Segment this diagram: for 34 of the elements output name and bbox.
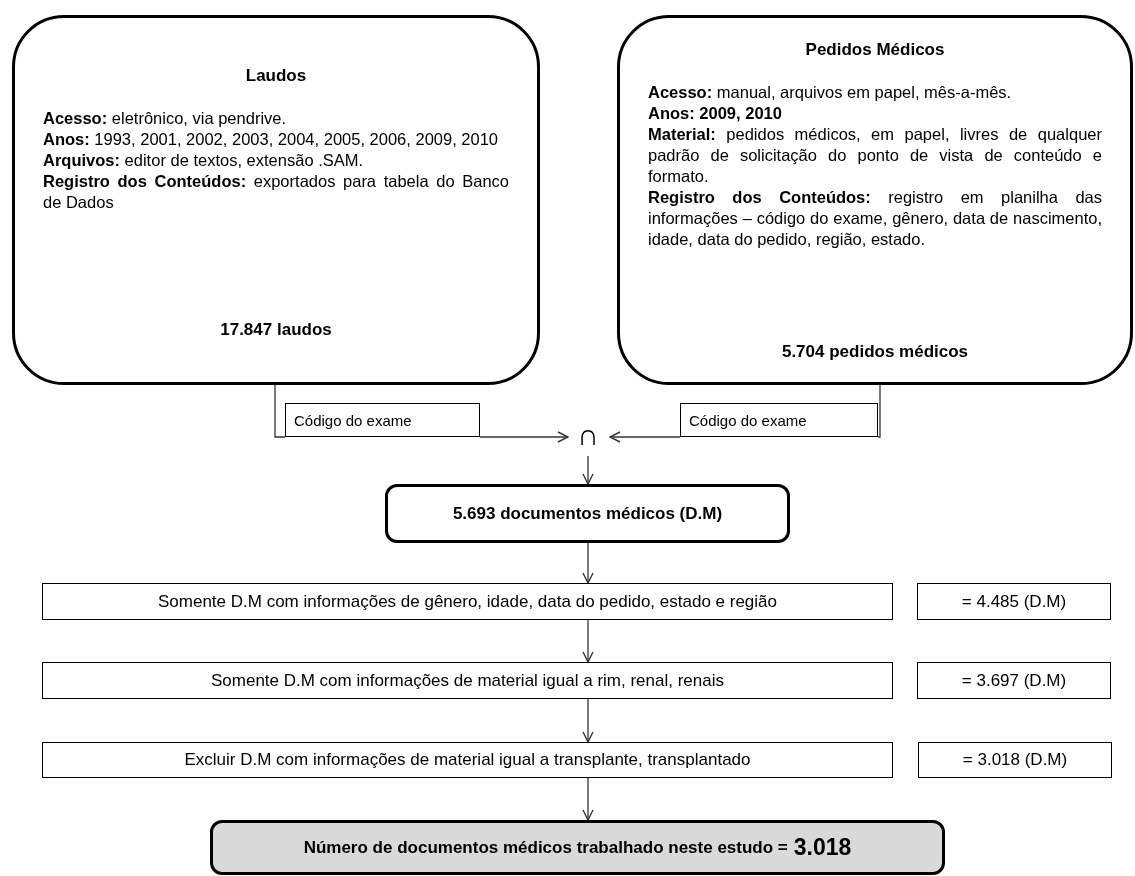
info-paragraph: Material: pedidos médicos, em papel, livres de qualquer padrão de solicitação do ponto de vista de conteúdo e formato. [648, 124, 1102, 187]
process-box: Excluir D.M com informações de material igual a transplante, transplantado [42, 742, 893, 778]
box-title: Laudos [244, 66, 308, 86]
connector-line [274, 384, 286, 438]
rounded-info-box [12, 15, 540, 385]
arrow [582, 698, 594, 743]
result-box: Número de documentos médicos trabalhado neste estudo = 3.018 [210, 820, 945, 875]
arrow [582, 542, 594, 584]
info-paragraph: Registro dos Conteúdos: registro em planilha das informações – código do exame, gênero, data de nascimento, idade, data do pedido, região, estado. [648, 187, 1102, 250]
info-paragraph: Anos: 2009, 2010 [648, 103, 783, 124]
arrow [582, 455, 594, 485]
key-box: Código do exame [285, 403, 480, 437]
info-paragraph: Acesso: eletrônico, via pendrive. [43, 108, 288, 129]
count-text: 17.847 laudos [219, 320, 333, 340]
arrow [582, 777, 594, 821]
arrow [609, 431, 681, 443]
info-paragraph: Registro dos Conteúdos: exportados para tabela do Banco de Dados [43, 171, 509, 213]
process-box: = 4.485 (D.M) [917, 583, 1111, 620]
connector-line [877, 384, 881, 438]
rounded-info-box [617, 15, 1133, 385]
count-text: 5.704 pedidos médicos [780, 342, 970, 362]
box-title: Pedidos Médicos [804, 40, 946, 60]
intersection-symbol: ∩ [574, 418, 602, 452]
process-box: = 3.018 (D.M) [918, 742, 1112, 778]
arrow [479, 431, 569, 443]
info-paragraph: Anos: 1993, 2001, 2002, 2003, 2004, 2005, 2006, 2009, 2010 [43, 129, 500, 150]
process-box: 5.693 documentos médicos (D.M) [385, 484, 790, 543]
key-box: Código do exame [680, 403, 878, 437]
arrow [582, 619, 594, 663]
process-box: Somente D.M com informações de material igual a rim, renal, renais [42, 662, 893, 699]
info-paragraph: Acesso: manual, arquivos em papel, mês-a-mês. [648, 82, 1013, 103]
process-box: Somente D.M com informações de gênero, idade, data do pedido, estado e região [42, 583, 893, 620]
info-paragraph: Arquivos: editor de textos, extensão .SAM. [43, 150, 365, 171]
process-box: = 3.697 (D.M) [917, 662, 1111, 699]
